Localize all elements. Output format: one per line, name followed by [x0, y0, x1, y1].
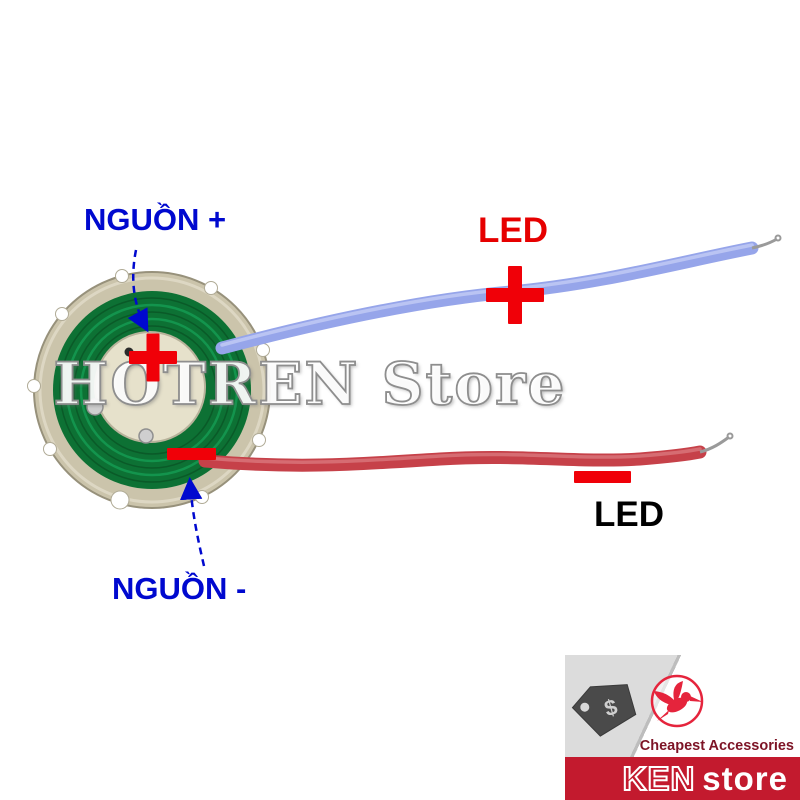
wire-negative-marker: [574, 471, 631, 483]
nguon-minus-label: NGUỒN -: [112, 571, 247, 606]
red-wire: [198, 432, 734, 472]
store-tagline: Cheapest Accessories: [639, 738, 794, 754]
board-negative-marker: [167, 448, 216, 460]
nguon-plus-label: NGUỒN +: [84, 202, 227, 237]
wire-positive-marker: [486, 266, 544, 324]
brand-bar: KEN store: [565, 757, 800, 800]
hummingbird-icon: [650, 674, 704, 728]
led-plus-label: LED: [478, 211, 548, 250]
pcb-traces: [59, 297, 245, 483]
red-wire-bare-tip: [699, 435, 730, 454]
brand-name-primary: KEN: [622, 759, 696, 798]
led-minus-label: LED: [594, 495, 664, 534]
board-rim-highlight: [38, 276, 266, 504]
store-logo-block: $ Cheapest Accessories KEN store: [565, 655, 800, 800]
board-notches: [27, 269, 270, 510]
price-tag-icon: $: [571, 684, 637, 737]
solder-blob-left: [86, 398, 104, 416]
solder-blob-bottom: [138, 428, 154, 444]
nguon-minus-arrow: [179, 477, 206, 567]
nguon-plus-arrow: [127, 249, 149, 333]
led-driver-board: [27, 269, 271, 510]
brand-name-secondary: store: [702, 759, 788, 797]
board-positive-marker: [129, 333, 177, 382]
